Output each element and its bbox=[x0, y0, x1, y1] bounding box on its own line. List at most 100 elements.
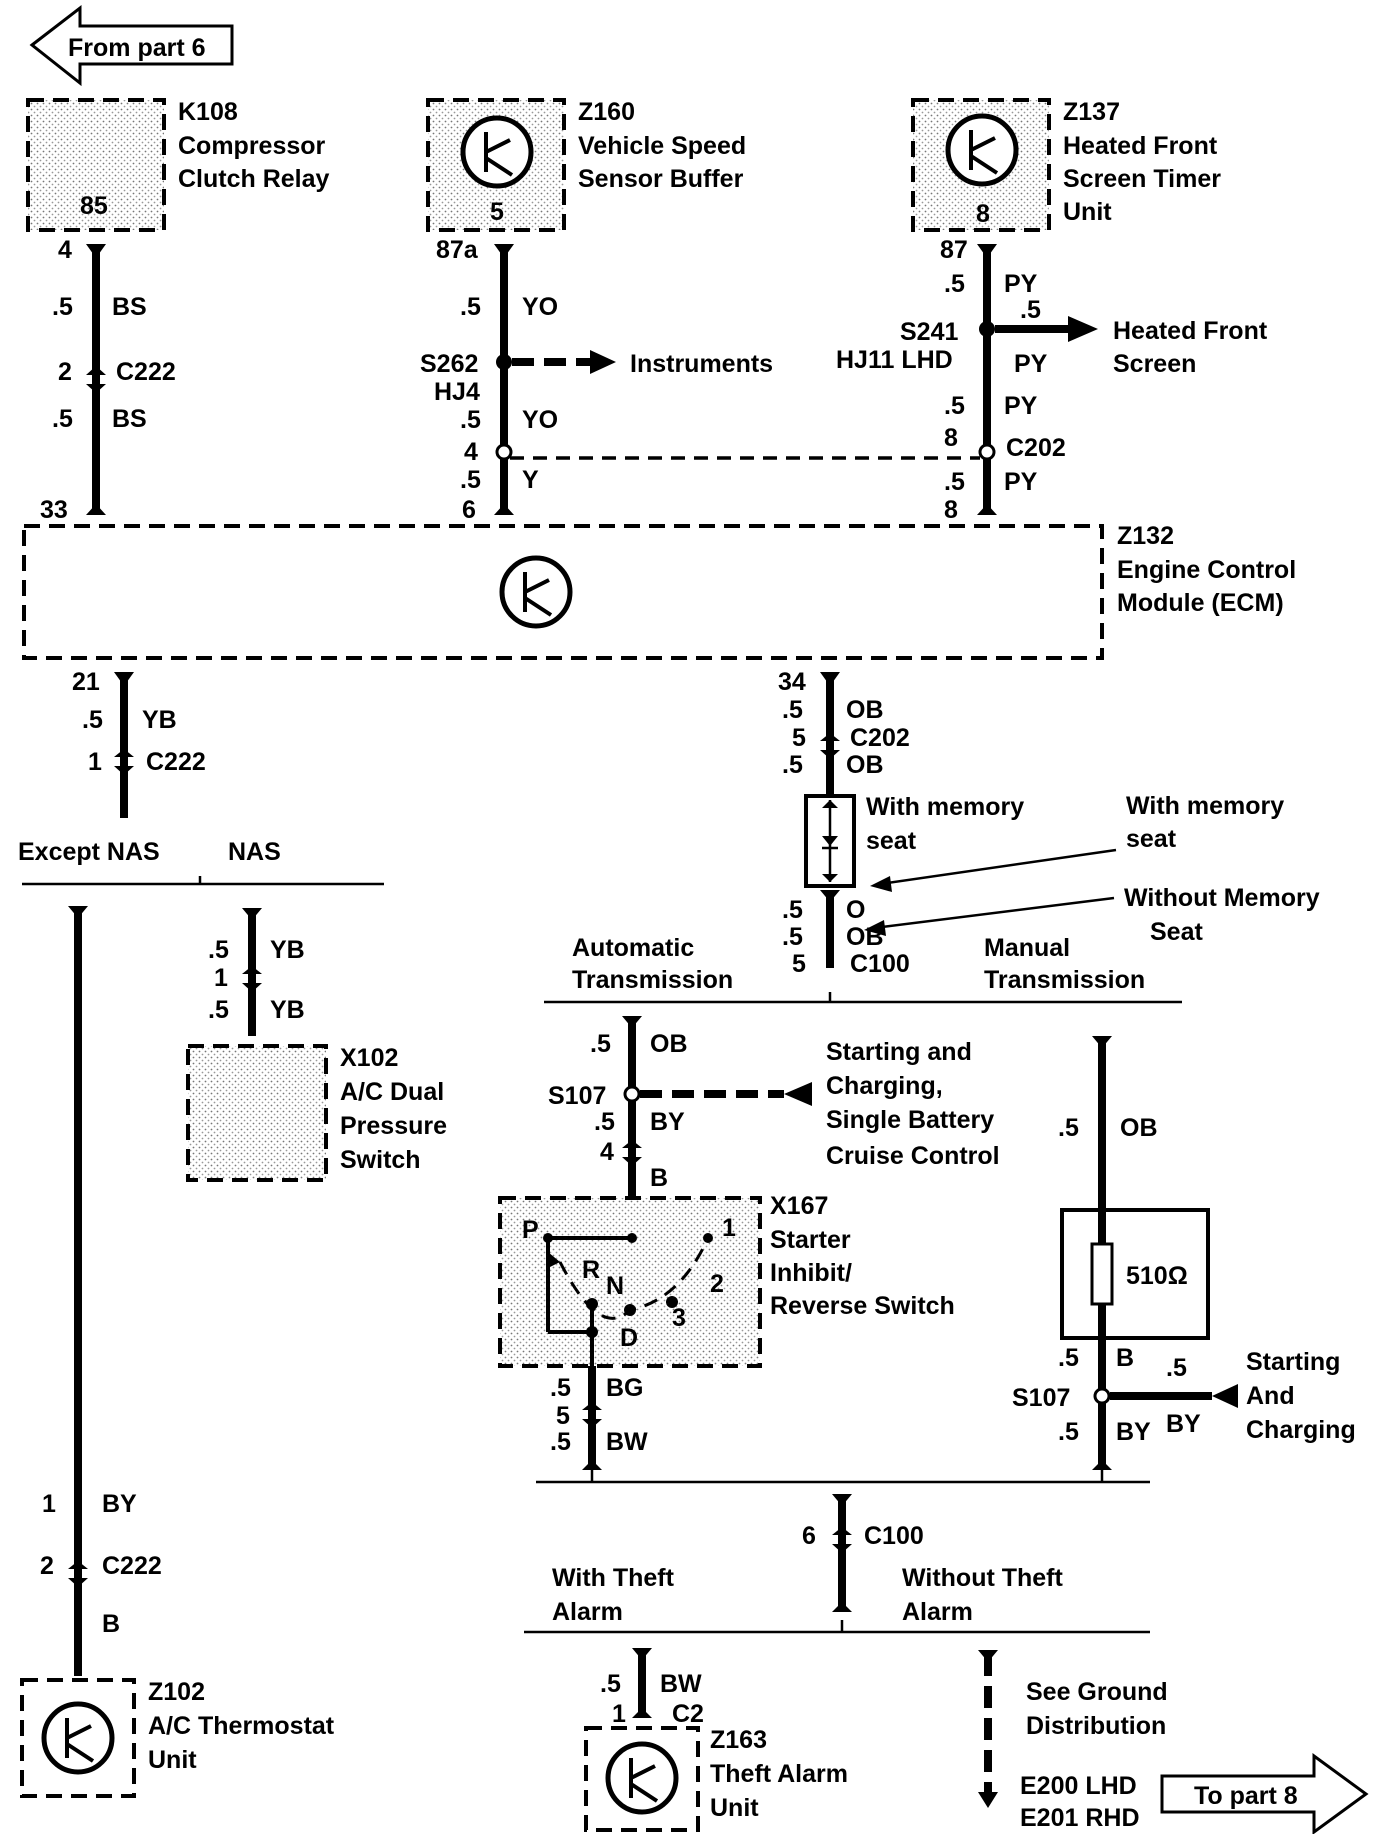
wire-gauge: .5 bbox=[1058, 1418, 1079, 1446]
z137-name: Heated Front bbox=[1063, 132, 1218, 160]
connector-c100: C100 bbox=[864, 1522, 924, 1550]
pos-r: R bbox=[582, 1256, 600, 1284]
branch-nas: NAS bbox=[228, 838, 281, 866]
pin-label: 87 bbox=[940, 236, 968, 264]
wire-gauge: .5 bbox=[1058, 1344, 1079, 1372]
heated-front-destination-2: Screen bbox=[1113, 350, 1196, 378]
wire-gauge: .5 bbox=[208, 936, 229, 964]
wire-gauge: .5 bbox=[594, 1108, 615, 1136]
z102-id: Z102 bbox=[148, 1678, 205, 1706]
pin-label: 2 bbox=[58, 358, 72, 386]
pin-label: 6 bbox=[802, 1522, 816, 1550]
wire-color: YO bbox=[522, 406, 558, 434]
k108-pin: 85 bbox=[80, 192, 108, 220]
wire-color: BW bbox=[660, 1670, 702, 1698]
wire-color: YO bbox=[522, 293, 558, 321]
resistor-510-ohm: 510Ω bbox=[1060, 1208, 1210, 1340]
connector-c100: C100 bbox=[850, 950, 910, 978]
pos-3: 3 bbox=[672, 1304, 686, 1332]
x167-name: Starter bbox=[770, 1226, 851, 1254]
pin-label: 4 bbox=[600, 1138, 614, 1166]
branch-manual: Manual bbox=[984, 934, 1070, 962]
connector-c202: C202 bbox=[850, 724, 910, 752]
branch-with-theft: With Theft bbox=[552, 1564, 675, 1592]
wire-color: OB bbox=[846, 696, 884, 724]
wire-color: YB bbox=[142, 706, 177, 734]
starting-charging-destination-2: Charging, bbox=[826, 1072, 943, 1100]
wire-gauge: .5 bbox=[52, 293, 73, 321]
transistor-icon bbox=[499, 555, 573, 629]
wire-color: BW bbox=[606, 1428, 648, 1456]
without-memory-callout-2: Seat bbox=[1150, 918, 1203, 946]
branch-except-nas: Except NAS bbox=[18, 838, 160, 866]
wire-color: B bbox=[102, 1610, 120, 1638]
to-part-8-arrow[interactable]: To part 8 bbox=[1160, 1753, 1369, 1834]
splice-s107: S107 bbox=[1012, 1384, 1070, 1412]
pin-label: 21 bbox=[72, 668, 100, 696]
pos-2: 2 bbox=[710, 1270, 724, 1298]
wire-gauge: .5 bbox=[600, 1670, 621, 1698]
wire-gauge: .5 bbox=[590, 1030, 611, 1058]
branch-automatic-2: Transmission bbox=[572, 966, 733, 994]
wire-gauge: .5 bbox=[550, 1428, 571, 1456]
wire-gauge: .5 bbox=[208, 996, 229, 1024]
starting-charging-destination: Starting and bbox=[826, 1038, 972, 1066]
wire-color: PY bbox=[1004, 468, 1038, 496]
z132-name: Engine Control bbox=[1117, 556, 1296, 584]
with-memory-seat-label: With memory bbox=[866, 793, 1024, 821]
pin-label: 8 bbox=[944, 496, 958, 524]
memory-seat-module bbox=[804, 794, 856, 888]
z160-name: Vehicle Speed bbox=[578, 132, 746, 160]
wire-gauge: .5 bbox=[82, 706, 103, 734]
ground-e201: E201 RHD bbox=[1020, 1804, 1140, 1832]
branch-without-theft-2: Alarm bbox=[902, 1598, 973, 1626]
connector-c2: C2 bbox=[672, 1700, 704, 1728]
x102-id: X102 bbox=[340, 1044, 398, 1072]
z102-name-2: Unit bbox=[148, 1746, 197, 1774]
branch-manual-2: Transmission bbox=[984, 966, 1145, 994]
wire-color: BY bbox=[1116, 1418, 1151, 1446]
z102-ac-thermostat-unit: Z102 A/C Thermostat Unit bbox=[20, 1678, 335, 1798]
wire-color: BY bbox=[1166, 1410, 1201, 1438]
z137-pin: 8 bbox=[976, 200, 990, 228]
with-memory-callout-2: seat bbox=[1126, 825, 1177, 853]
pin-label: 5 bbox=[792, 950, 806, 978]
z132-id: Z132 bbox=[1117, 522, 1174, 550]
z163-name-2: Unit bbox=[710, 1794, 759, 1822]
wire-color: BS bbox=[112, 405, 147, 433]
from-part-6-arrow[interactable]: From part 6 bbox=[29, 4, 234, 87]
wire-color: PY bbox=[1004, 392, 1038, 420]
ground-distribution-label: See Ground bbox=[1026, 1678, 1168, 1706]
to-part-8-label: To part 8 bbox=[1194, 1782, 1298, 1810]
resistor-value: 510Ω bbox=[1126, 1262, 1188, 1290]
pin-label: 8 bbox=[944, 424, 958, 452]
harness-hj4: HJ4 bbox=[434, 378, 480, 406]
from-part-6-label: From part 6 bbox=[68, 34, 206, 62]
pin-label: 4 bbox=[464, 438, 478, 466]
cruise-control-destination: Cruise Control bbox=[826, 1142, 1000, 1170]
k108-name: Compressor bbox=[178, 132, 326, 160]
x102-name-2: Pressure bbox=[340, 1112, 447, 1140]
z160-vehicle-speed-sensor-buffer: 5 Z160 Vehicle Speed Sensor Buffer bbox=[426, 98, 746, 232]
ground-distribution-label-2: Distribution bbox=[1026, 1712, 1166, 1740]
z137-heated-front-screen-timer: 8 Z137 Heated Front Screen Timer Unit bbox=[911, 98, 1221, 232]
starting-destination-3: Charging bbox=[1246, 1416, 1356, 1444]
z160-pin: 5 bbox=[490, 198, 504, 226]
connector-c222: C222 bbox=[146, 748, 206, 776]
pin-label: 6 bbox=[462, 496, 476, 524]
pos-n: N bbox=[606, 1272, 624, 1300]
connector-c222: C222 bbox=[102, 1552, 162, 1580]
z163-id: Z163 bbox=[710, 1726, 767, 1754]
splice-s241: S241 bbox=[900, 318, 958, 346]
wire-color: OB bbox=[846, 751, 884, 779]
k108-id: K108 bbox=[178, 98, 238, 126]
with-memory-callout: With memory bbox=[1126, 792, 1284, 820]
starting-destination-2: And bbox=[1246, 1382, 1295, 1410]
connector-c202: C202 bbox=[1006, 434, 1066, 462]
pin-label: 1 bbox=[88, 748, 102, 776]
wire-color: BY bbox=[102, 1490, 137, 1518]
z137-id: Z137 bbox=[1063, 98, 1120, 126]
z137-name-2: Screen Timer bbox=[1063, 165, 1221, 193]
wire-color: OB bbox=[1120, 1114, 1158, 1142]
